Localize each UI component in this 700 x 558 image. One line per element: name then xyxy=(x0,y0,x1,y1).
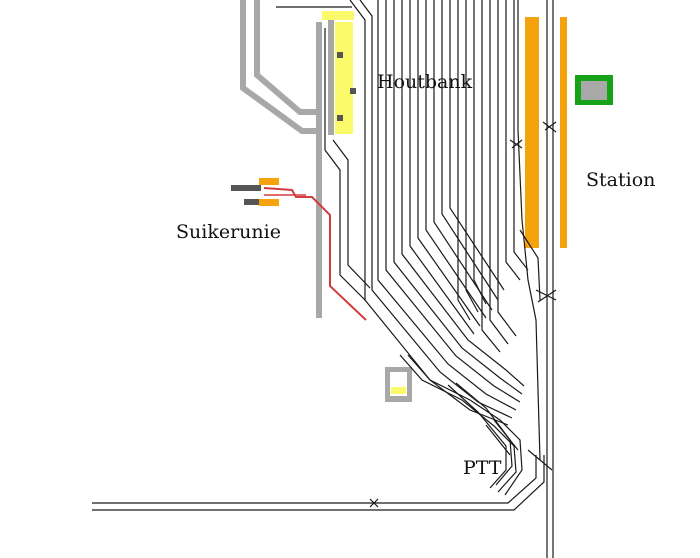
red-siding-1 xyxy=(263,187,367,321)
houtbank-marker-2 xyxy=(350,88,356,94)
suikerunie-dark-2 xyxy=(244,199,260,205)
suikerunie-dark-1 xyxy=(231,185,261,191)
houtbank-marker-1 xyxy=(337,52,343,58)
gray-track-outer xyxy=(240,0,318,134)
houtbank-platform xyxy=(335,22,353,134)
houtbank-top-strip xyxy=(322,11,354,20)
labels: Houtbank Station Suikerunie PTT xyxy=(176,71,655,479)
label-station: Station xyxy=(586,169,655,191)
houtbank-marker-3 xyxy=(337,115,343,121)
suikerunie-orange-1 xyxy=(259,178,279,185)
gray-track-inner xyxy=(254,0,318,115)
station-platforms xyxy=(525,17,567,248)
platform-2 xyxy=(560,17,567,248)
signal-box-icon xyxy=(385,367,412,402)
suikerunie-orange-2 xyxy=(259,199,279,206)
label-houtbank: Houtbank xyxy=(377,71,473,93)
houtbank-yard xyxy=(322,11,356,134)
suikerunie-siding xyxy=(231,178,367,321)
gray-tracks xyxy=(240,0,334,318)
label-ptt: PTT xyxy=(463,457,502,479)
station-building-icon xyxy=(575,75,613,105)
label-suikerunie: Suikerunie xyxy=(176,221,281,243)
black-tracks xyxy=(92,0,557,558)
platform-1 xyxy=(525,17,539,248)
